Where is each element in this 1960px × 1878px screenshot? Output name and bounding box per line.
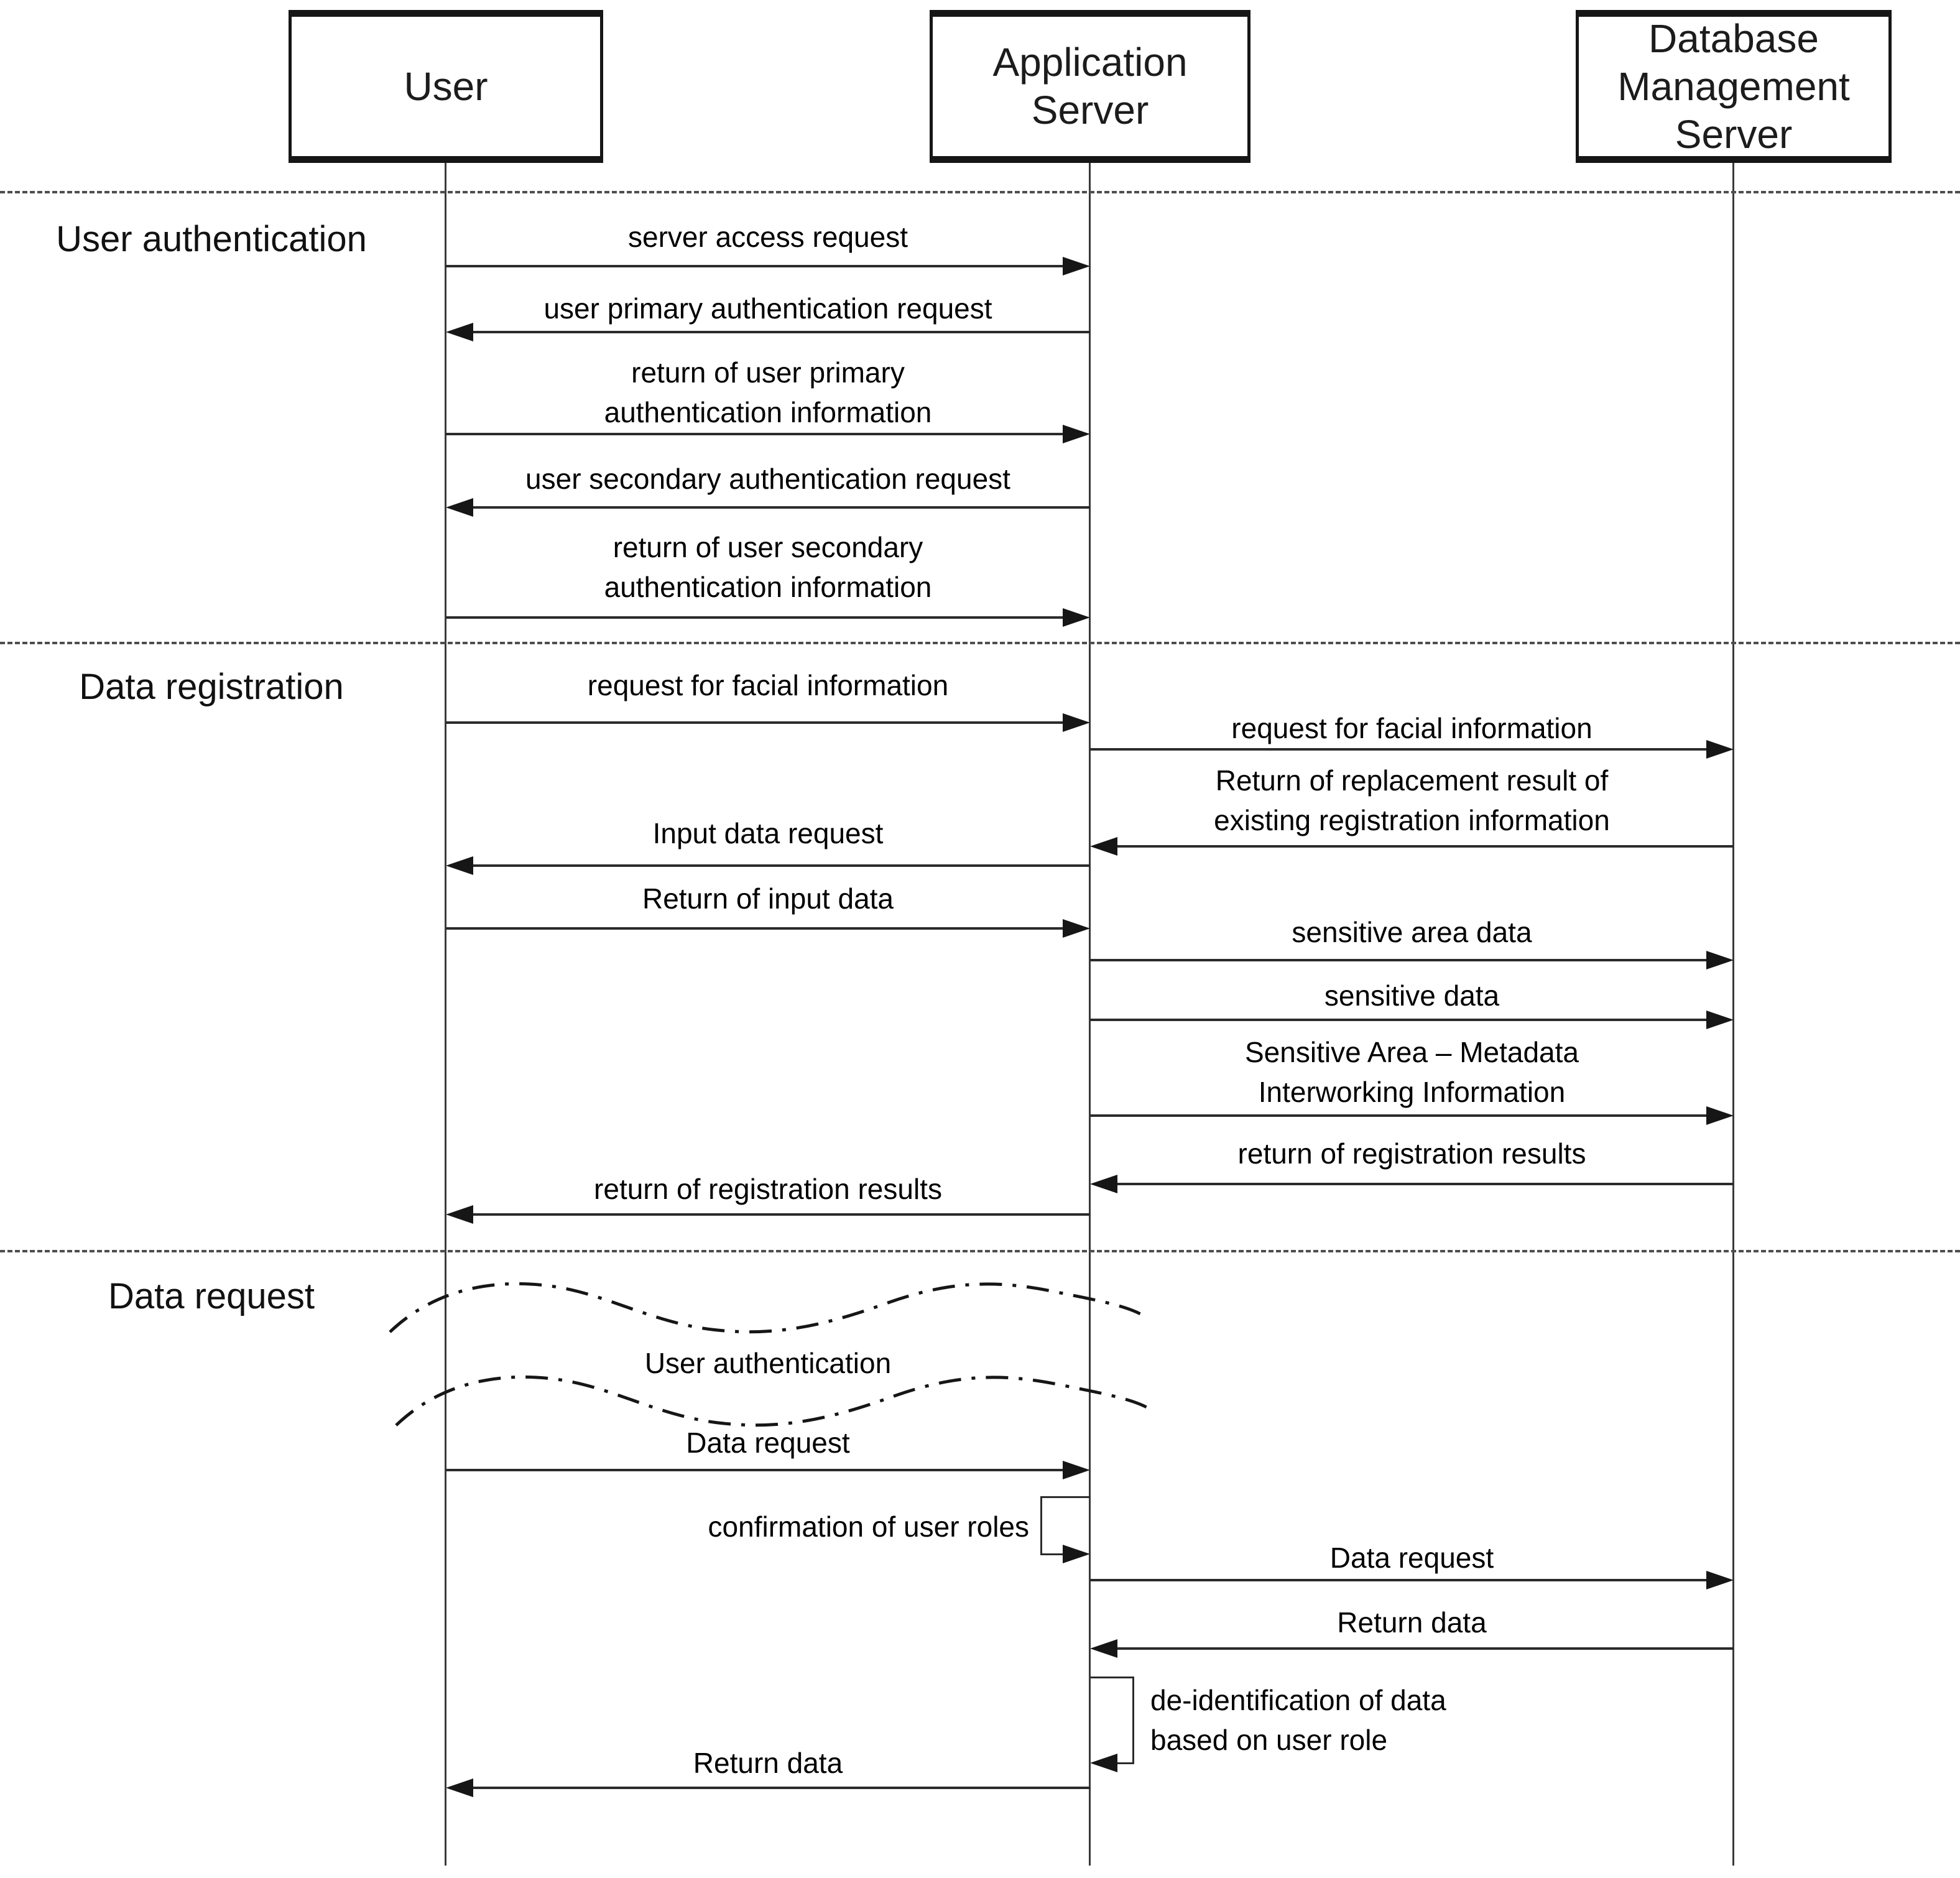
message-arrow bbox=[471, 864, 1090, 867]
section-label-data-request: Data request bbox=[108, 1276, 315, 1316]
arrowhead-icon bbox=[1063, 1461, 1090, 1479]
message-label: sensitive area data bbox=[1292, 916, 1532, 948]
self-message-line bbox=[1040, 1496, 1042, 1553]
self-message-line bbox=[1040, 1496, 1090, 1498]
self-message-line bbox=[1116, 1762, 1134, 1764]
self-message-line bbox=[1040, 1553, 1064, 1555]
message-label: return of registration results bbox=[594, 1173, 942, 1205]
arrowhead-icon bbox=[1063, 257, 1090, 275]
message-label: Return data bbox=[693, 1747, 843, 1779]
message-arrow bbox=[1115, 1183, 1734, 1185]
message-label: Return data bbox=[1337, 1606, 1487, 1639]
message-arrow bbox=[446, 265, 1065, 267]
message-label: Data request bbox=[1329, 1542, 1494, 1574]
actor-box-database-management-server: Database Management Server bbox=[1576, 10, 1892, 163]
actor-box-user: User bbox=[289, 10, 603, 163]
arrowhead-icon bbox=[1090, 1754, 1117, 1772]
message-arrow bbox=[446, 616, 1065, 619]
message-arrow bbox=[471, 1213, 1090, 1216]
arrowhead-icon bbox=[446, 1205, 473, 1224]
message-arrow bbox=[1090, 748, 1709, 751]
actor-label-database-management-server: Database Management Server bbox=[1617, 16, 1850, 157]
section-divider-2 bbox=[0, 642, 1960, 644]
message-label: return of user secondary authentication … bbox=[604, 531, 932, 603]
arrowhead-icon bbox=[1706, 1011, 1734, 1029]
arrowhead-icon bbox=[1706, 740, 1734, 759]
arrowhead-icon bbox=[1090, 1639, 1117, 1658]
section-divider-3 bbox=[0, 1250, 1960, 1252]
arrowhead-icon bbox=[446, 323, 473, 341]
lifeline-user bbox=[445, 163, 446, 1866]
arrowhead-icon bbox=[1063, 919, 1090, 938]
message-label: server access request bbox=[628, 221, 908, 253]
self-message-line bbox=[1090, 1677, 1134, 1678]
message-arrow bbox=[446, 721, 1065, 724]
section-label-data-registration: Data registration bbox=[79, 667, 344, 707]
arrowhead-icon bbox=[1090, 837, 1117, 856]
message-arrow bbox=[1090, 1114, 1709, 1117]
omitted-user-authentication-label: User authentication bbox=[644, 1347, 892, 1379]
message-label: request for facial information bbox=[587, 669, 949, 701]
actor-label-application-server: Application Server bbox=[992, 40, 1188, 132]
message-arrow bbox=[1090, 1579, 1709, 1581]
message-label: Data request bbox=[686, 1427, 850, 1459]
arrowhead-icon bbox=[1063, 713, 1090, 732]
message-arrow bbox=[446, 1469, 1065, 1471]
arrowhead-icon bbox=[1063, 1545, 1090, 1563]
message-arrow bbox=[471, 1787, 1090, 1789]
actor-box-application-server: Application Server bbox=[930, 10, 1250, 163]
arrowhead-icon bbox=[1706, 1106, 1734, 1125]
message-arrow bbox=[471, 506, 1090, 509]
self-message-label: de-identification of data based on user … bbox=[1150, 1684, 1446, 1756]
self-message-line bbox=[1132, 1677, 1134, 1762]
message-label: Return of input data bbox=[642, 882, 894, 915]
arrowhead-icon bbox=[446, 498, 473, 517]
message-arrow bbox=[1115, 845, 1734, 848]
message-arrow bbox=[1115, 1647, 1734, 1650]
arrowhead-icon bbox=[1063, 425, 1090, 443]
arrowhead-icon bbox=[446, 1779, 473, 1797]
message-label: Input data request bbox=[652, 817, 884, 849]
message-label: user primary authentication request bbox=[543, 292, 992, 325]
arrowhead-icon bbox=[1706, 1571, 1734, 1589]
message-label: return of registration results bbox=[1237, 1137, 1586, 1170]
arrowhead-icon bbox=[446, 856, 473, 875]
message-label: Sensitive Area – Metadata Interworking I… bbox=[1245, 1036, 1579, 1108]
message-arrow bbox=[446, 927, 1065, 930]
arrowhead-icon bbox=[1706, 951, 1734, 969]
message-label: sensitive data bbox=[1324, 979, 1500, 1012]
message-arrow bbox=[446, 433, 1065, 435]
arrowhead-icon bbox=[1063, 608, 1090, 627]
actor-label-user: User bbox=[404, 63, 488, 109]
lifeline-application-server bbox=[1089, 163, 1091, 1866]
arrowhead-icon bbox=[1090, 1175, 1117, 1193]
message-label: user secondary authentication request bbox=[525, 463, 1010, 495]
message-arrow bbox=[471, 331, 1090, 333]
message-arrow bbox=[1090, 1019, 1709, 1021]
message-label: request for facial information bbox=[1231, 712, 1592, 744]
section-divider-1 bbox=[0, 191, 1960, 193]
message-label: Return of replacement result of existing… bbox=[1214, 764, 1610, 836]
self-message-label: confirmation of user roles bbox=[708, 1510, 1029, 1543]
message-arrow bbox=[1090, 959, 1709, 961]
section-label-user-authentication: User authentication bbox=[56, 219, 367, 259]
message-label: return of user primary authentication in… bbox=[604, 356, 932, 428]
